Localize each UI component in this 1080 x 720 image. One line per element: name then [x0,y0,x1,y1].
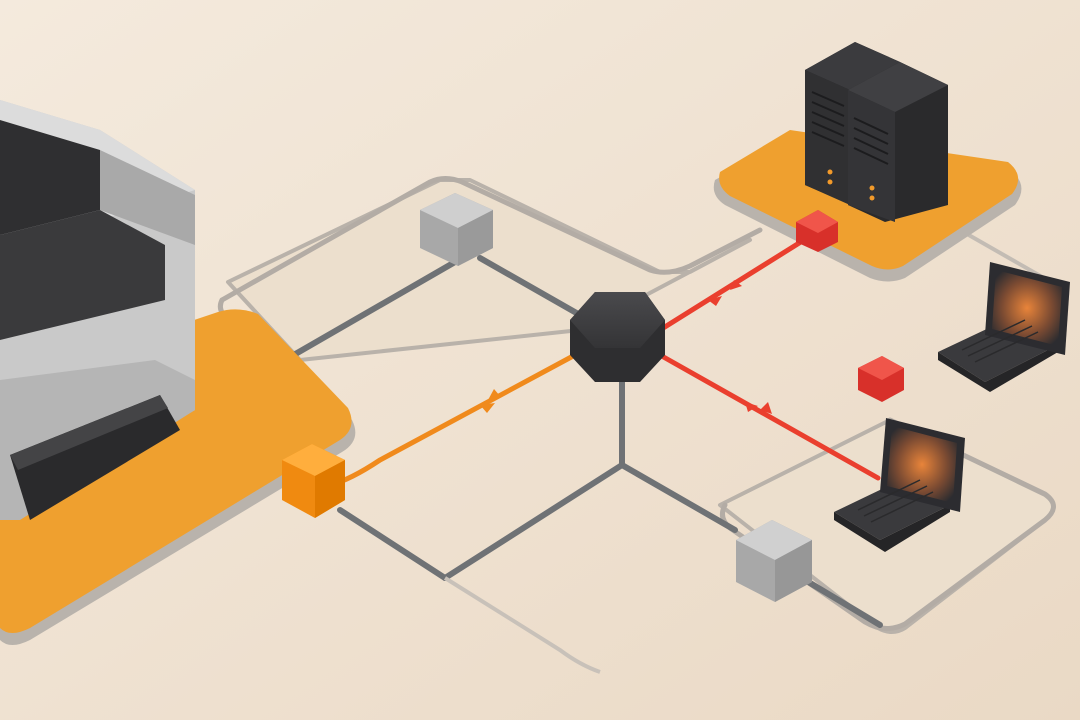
arrow-red-4 [760,402,772,414]
arrow-orange-1 [480,403,495,413]
server-icon [805,42,948,222]
link-gray-7 [337,507,448,581]
keyboard-upper [961,319,1039,363]
arrow-red-1 [708,296,722,306]
link-gray-2 [477,255,583,318]
link-gray-5 [619,462,738,533]
link-red-hub-server [657,227,823,333]
printer-icon [0,100,195,520]
node-gray-top [420,193,493,266]
node-gray-bottom [736,520,812,602]
link-red-hub-laptop [657,352,881,481]
server-led-2 [827,179,833,185]
link-faint-bottom [443,576,601,674]
server-led-3 [869,185,875,191]
hexagon-hub-icon [570,292,665,382]
node-red-right [858,356,904,402]
arrow-red-3 [745,402,758,412]
laptop-icon-upper [938,262,1070,392]
server-led-4 [869,195,875,201]
link-gray-4 [442,462,625,581]
arrow-orange-2 [488,389,500,400]
gray-links [282,255,883,628]
link-orange-arrows [480,389,500,413]
keyboard-lower [857,479,934,523]
link-gray-6 [802,577,883,628]
zone-groove-right [719,417,1056,631]
printer-port-node [282,444,345,518]
server-led-1 [827,169,833,175]
zone-groove-top [219,176,763,303]
link-red-arrows [708,280,772,414]
node-red-server [796,210,838,252]
laptop-icon-lower [834,418,965,552]
link-gray-1 [282,259,458,363]
arrow-red-2 [730,280,742,290]
server-vents [811,91,889,165]
